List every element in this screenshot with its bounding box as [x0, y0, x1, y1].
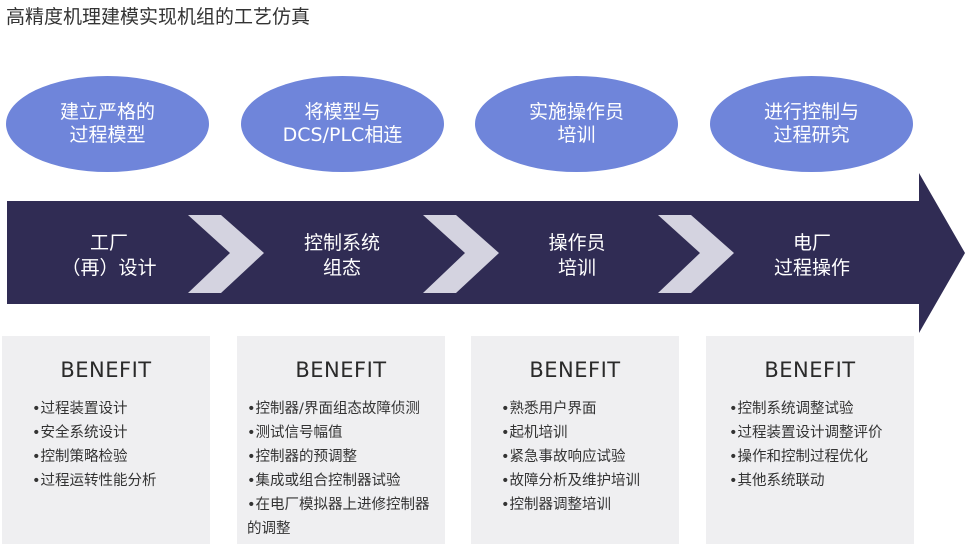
benefit-item: •故障分析及维护培训: [501, 473, 641, 489]
benefit-card-3: BENEFIT •熟悉用户界面 •起机培训 •紧急事故响应试验 •故障分析及维护…: [471, 336, 679, 544]
page-title: 高精度机理建模实现机组的工艺仿真: [6, 6, 311, 28]
benefit-item: •集成或组合控制器试验: [247, 473, 401, 489]
benefit-card-2: BENEFIT •控制器/界面组态故障侦测 •测试信号幅值 •控制器的预调整 •…: [237, 336, 445, 544]
benefit-item: •控制策略检验: [32, 449, 128, 465]
step-3-ellipse: 实施操作员 培训: [475, 76, 678, 172]
benefit-card-4: BENEFIT •控制系统调整试验 •过程装置设计调整评价 •操作和控制过程优化…: [706, 336, 914, 544]
stage-3-label: 操作员 培训: [548, 232, 606, 279]
benefit-item: •操作和控制过程优化: [729, 449, 869, 465]
benefit-item: •控制器调整培训: [501, 497, 612, 513]
benefit-list: •过程装置设计 •安全系统设计 •控制策略检验 •过程运转性能分析: [32, 397, 157, 493]
chevron-1: [188, 215, 264, 293]
benefit-title: BENEFIT: [295, 358, 387, 382]
benefit-item: •在电厂模拟器上进修控制器的调整: [247, 497, 430, 537]
benefit-item: •熟悉用户界面: [501, 401, 597, 417]
stage-2-label: 控制系统 组态: [303, 232, 380, 279]
benefit-card-1: BENEFIT •过程装置设计 •安全系统设计 •控制策略检验 •过程运转性能分…: [2, 336, 210, 544]
benefit-item: •测试信号幅值: [247, 425, 343, 441]
benefit-item: •紧急事故响应试验: [501, 449, 626, 465]
benefit-title: BENEFIT: [60, 358, 152, 382]
benefit-item: •控制器/界面组态故障侦测: [247, 401, 420, 417]
benefit-list: •控制器/界面组态故障侦测 •测试信号幅值 •控制器的预调整 •集成或组合控制器…: [247, 397, 443, 541]
benefit-item: •控制器的预调整: [247, 449, 358, 465]
benefit-item: •安全系统设计: [32, 425, 128, 441]
benefit-list: •控制系统调整试验 •过程装置设计调整评价 •操作和控制过程优化 •其他系统联动: [729, 397, 883, 493]
benefit-item: •其他系统联动: [729, 473, 825, 489]
stage-4-label: 电厂 过程操作: [773, 232, 850, 279]
benefit-item: •过程运转性能分析: [32, 473, 157, 489]
benefit-item: •过程装置设计调整评价: [729, 425, 883, 441]
benefit-title: BENEFIT: [529, 358, 621, 382]
benefit-item: •控制系统调整试验: [729, 401, 854, 417]
benefit-title: BENEFIT: [764, 358, 856, 382]
step-1-ellipse: 建立严格的 过程模型: [6, 76, 209, 172]
stage-1-label: 工厂 （再）设计: [61, 232, 157, 279]
benefit-list: •熟悉用户界面 •起机培训 •紧急事故响应试验 •故障分析及维护培训 •控制器调…: [501, 397, 640, 517]
step-4-ellipse: 进行控制与 过程研究: [710, 76, 913, 172]
step-2-ellipse: 将模型与 DCS/PLC相连: [241, 76, 444, 172]
benefit-item: •过程装置设计: [32, 401, 128, 417]
chevron-3: [658, 215, 734, 293]
chevron-2: [423, 215, 499, 293]
benefit-item: •起机培训: [501, 425, 568, 441]
